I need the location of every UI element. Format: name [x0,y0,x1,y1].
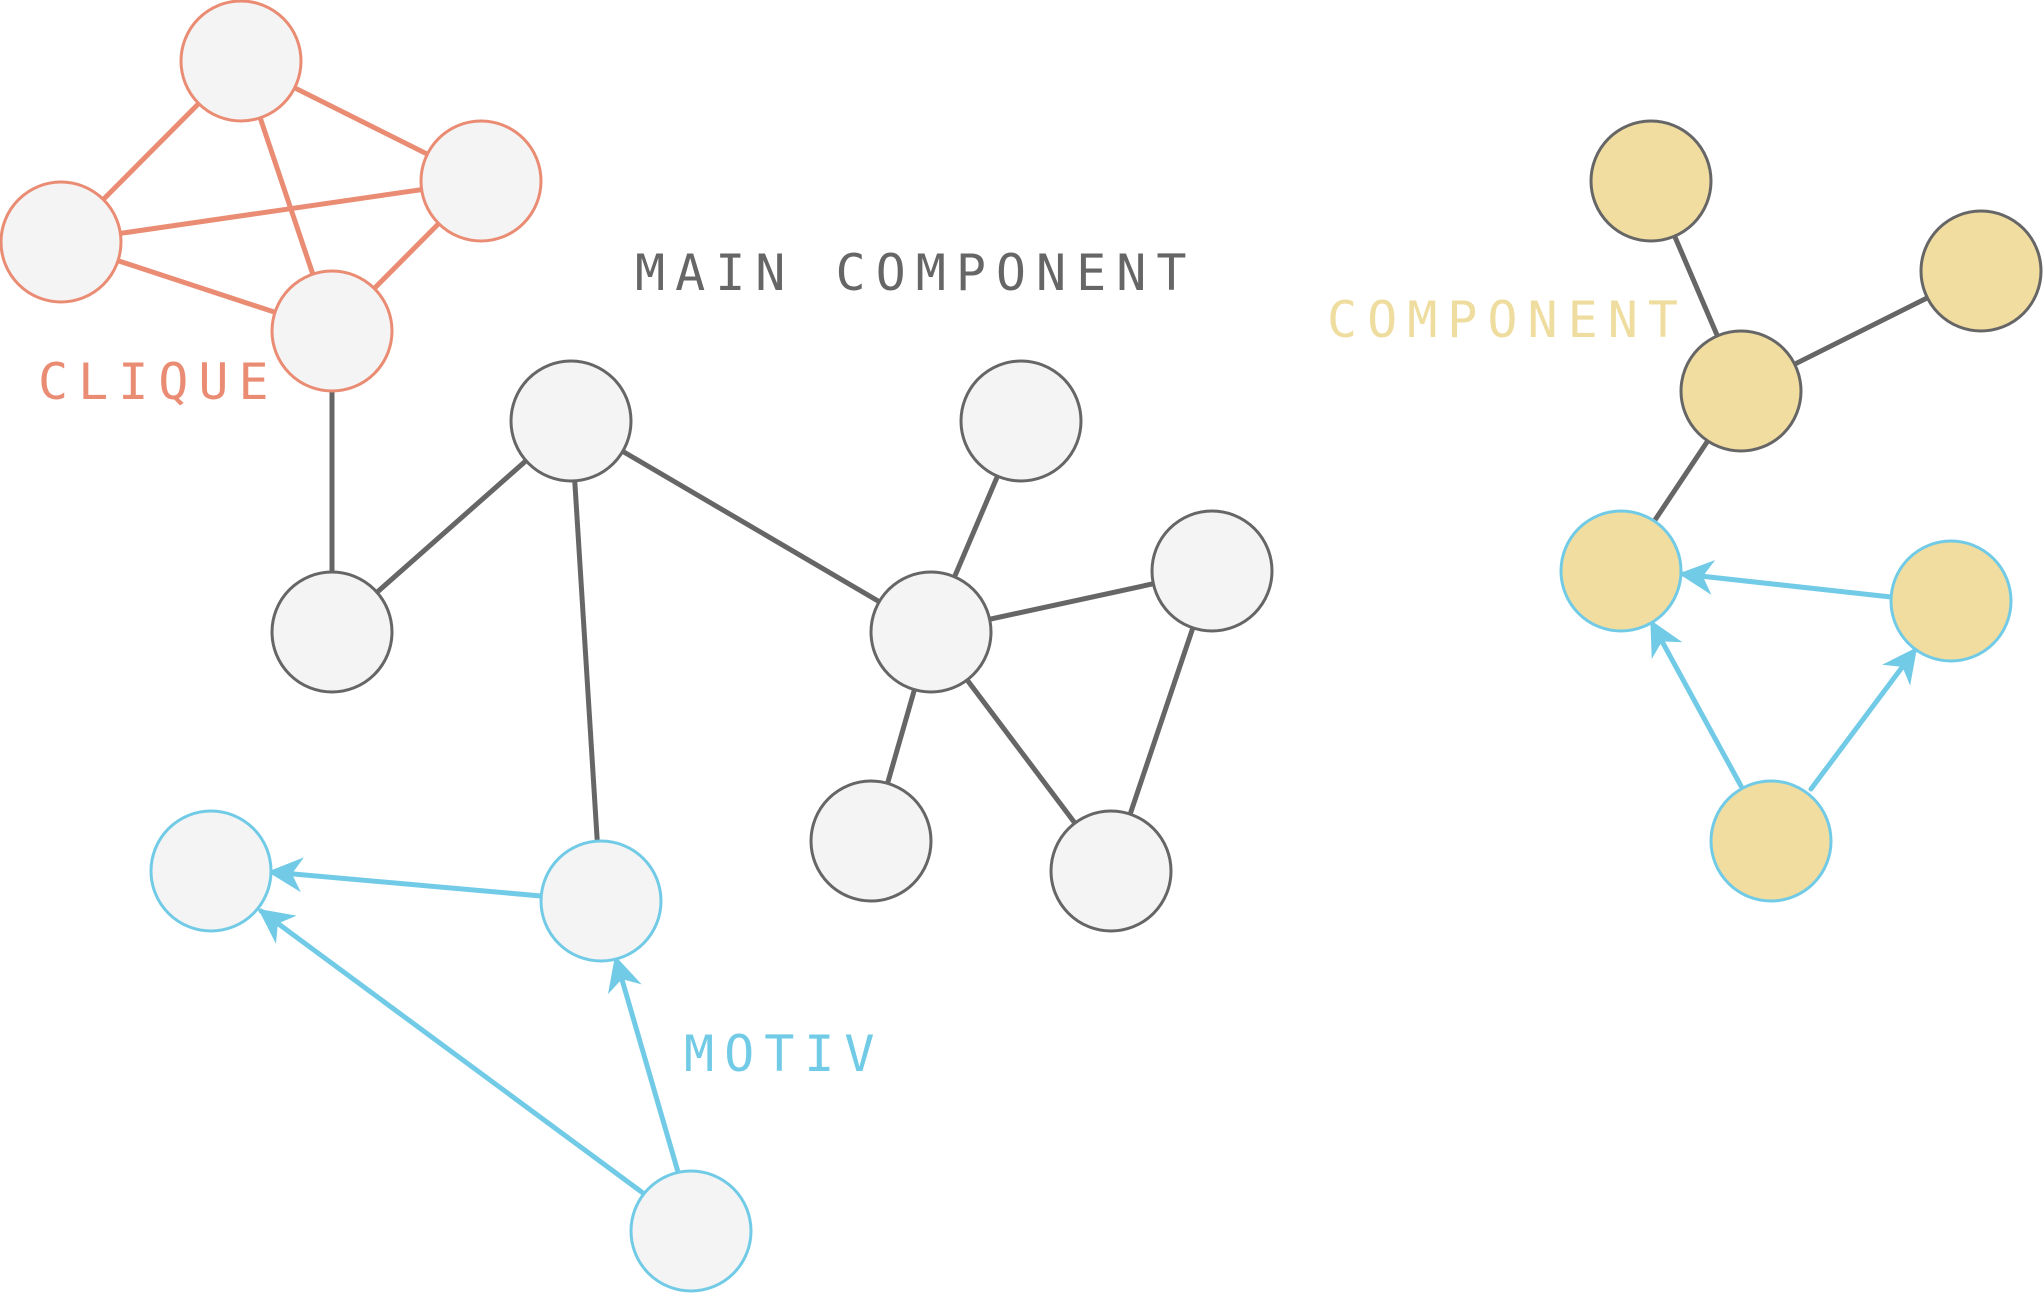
main-edge [568,418,604,904]
clique-node [419,119,543,243]
component-node [1679,329,1803,453]
component-motiv-arrow [1678,560,1894,600]
clique-node [270,269,394,393]
main-node [809,779,933,903]
motiv-label: MOTIV [684,1025,885,1083]
main-node [509,359,633,483]
main-component-label: MAIN COMPONENT [635,244,1197,302]
main-edge [568,418,934,635]
main-node [959,359,1083,483]
component-node [1919,209,2043,333]
clique-label: CLIQUE [38,353,279,411]
motiv-arrow [608,955,681,1175]
main-node [270,570,394,694]
component-node [1589,119,1713,243]
motiv-arrow [267,857,544,899]
main-node [1150,509,1274,633]
component-motiv-arrow [1808,647,1918,792]
component-node [1709,779,1833,903]
clique-edge [58,178,484,245]
clique-node [0,180,123,304]
motiv-arrow [258,908,646,1196]
motiv-node [539,839,663,963]
main-node [869,570,993,694]
main-node [1049,809,1173,933]
component-label: COMPONENT [1327,291,1688,349]
component-node [1559,509,1683,633]
clique-node [179,0,303,123]
component-motiv-arrow [1649,619,1744,789]
component-node [1889,539,2013,663]
motiv-node [629,1169,753,1293]
motiv-node [149,809,273,933]
